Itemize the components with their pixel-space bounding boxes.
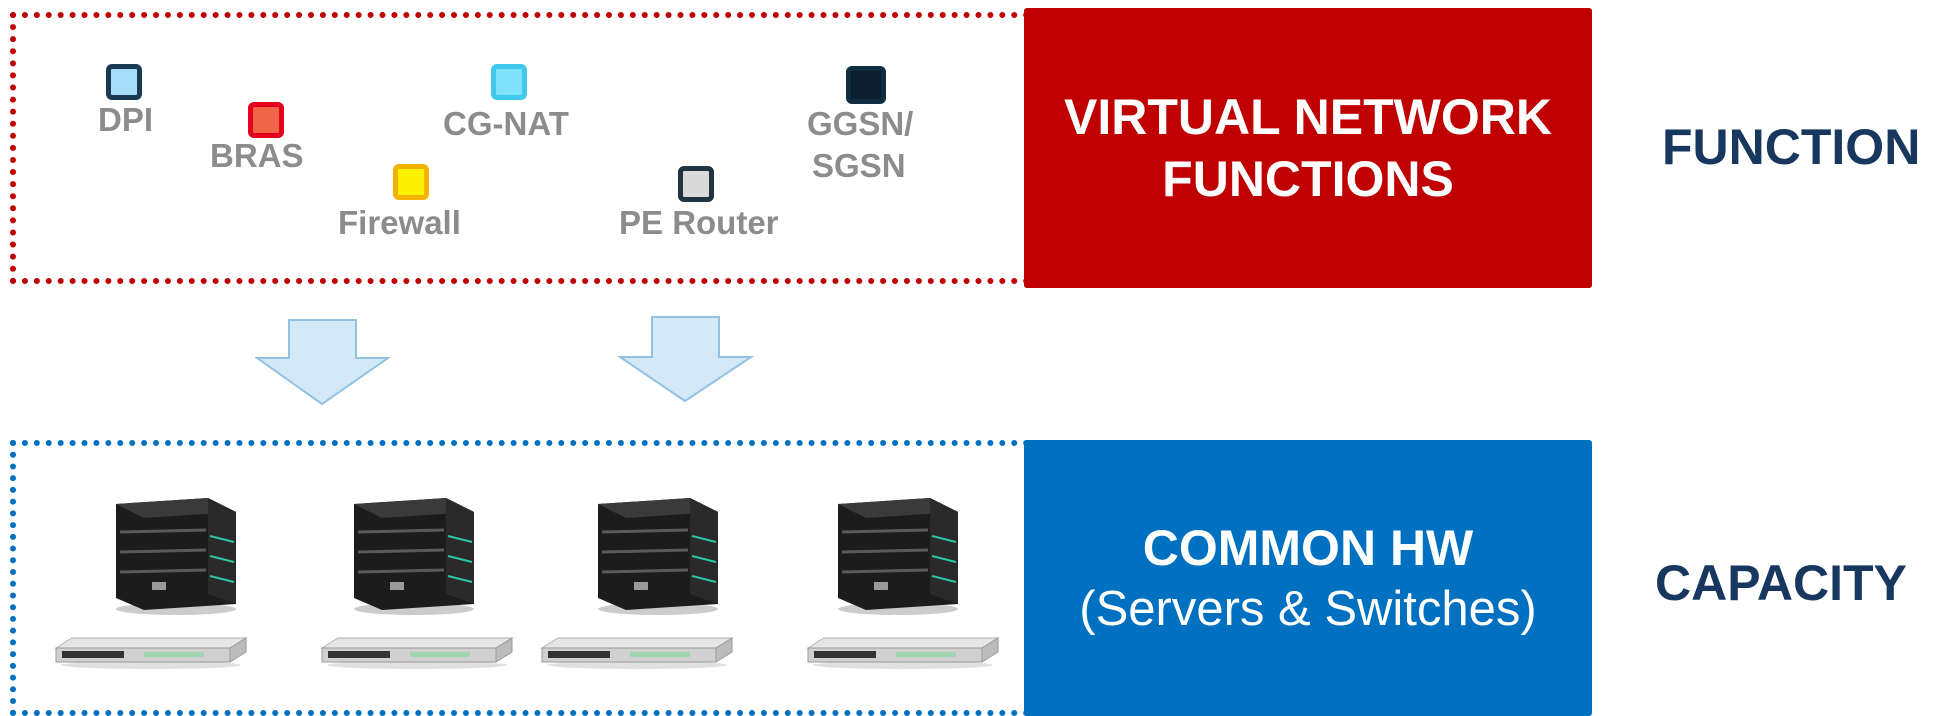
common-hw-panel: COMMON HW (Servers & Switches) — [1024, 440, 1592, 716]
server-icon — [838, 498, 958, 615]
bras-label: BRAS — [210, 137, 304, 174]
network-switch-icon — [54, 637, 248, 669]
bras-icon — [248, 102, 284, 138]
pe-router-label: PE Router — [619, 204, 779, 241]
dpi-label: DPI — [98, 101, 154, 138]
vnf-panel-title-line1: VIRTUAL NETWORK — [1064, 89, 1552, 145]
server-icon — [354, 498, 474, 615]
hw-panel-subtitle: (Servers & Switches) — [1079, 582, 1537, 636]
server-icon — [598, 498, 718, 615]
function-side-label: FUNCTION — [1662, 119, 1921, 175]
down-arrow-left — [255, 319, 391, 406]
ggsn-sgsn-icon — [846, 66, 886, 104]
network-switch-icon — [540, 637, 734, 669]
network-switch-icon — [806, 637, 1000, 669]
firewall-label: Firewall — [338, 204, 461, 241]
virtual-network-functions-panel: VIRTUAL NETWORK FUNCTIONS — [1024, 8, 1592, 288]
firewall-icon — [393, 164, 429, 200]
sgsn-label-line2: SGSN — [812, 147, 906, 184]
capacity-side-label: CAPACITY — [1655, 555, 1907, 611]
network-switch-icon — [320, 637, 514, 669]
cg-nat-label: CG-NAT — [443, 105, 569, 142]
hw-panel-title: COMMON HW — [1142, 520, 1474, 576]
cg-nat-icon — [491, 64, 527, 100]
ggsn-label-line1: GGSN/ — [807, 105, 914, 142]
vnf-panel-title-line2: FUNCTIONS — [1162, 151, 1454, 207]
down-arrow-right — [618, 316, 754, 403]
pe-router-icon — [678, 166, 714, 202]
dpi-icon — [106, 64, 142, 100]
server-icon — [116, 498, 236, 615]
